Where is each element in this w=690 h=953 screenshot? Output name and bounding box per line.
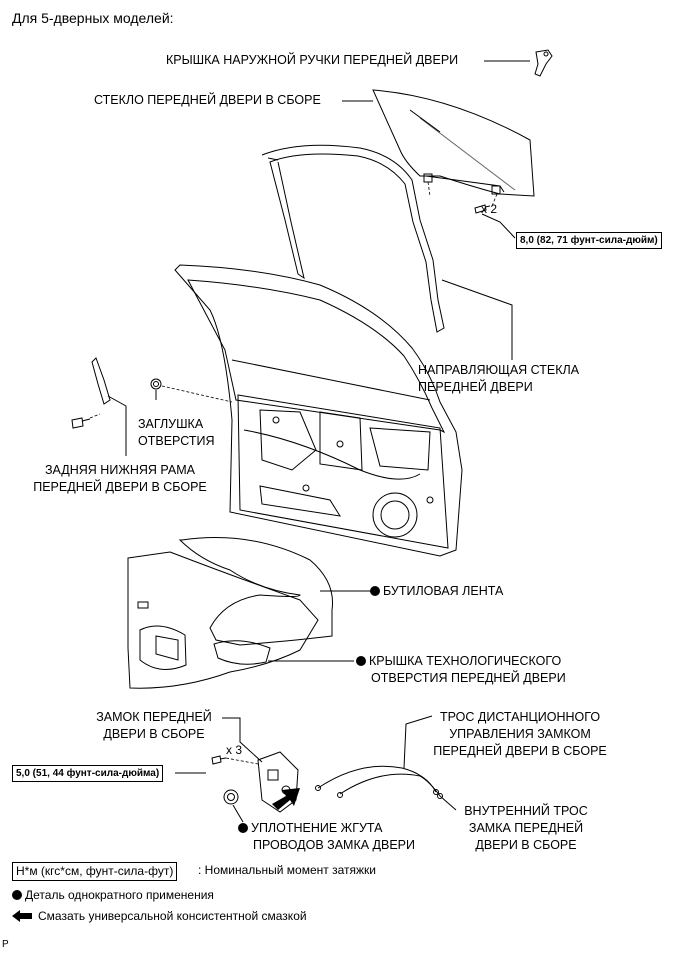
non-reusable-icon xyxy=(370,586,380,596)
label-glass-assy: СТЕКЛО ПЕРЕДНЕЙ ДВЕРИ В СБОРЕ xyxy=(94,93,321,107)
label-grommet-1: УПЛОТНЕНИЕ ЖГУТА xyxy=(238,820,382,837)
grommet-part xyxy=(223,789,239,805)
grease-arrow-icon xyxy=(272,788,300,810)
door-glass-part xyxy=(372,89,535,197)
glass-torque-spec: 8,0 (82, 71 фунт-сила-дюйм) xyxy=(516,232,662,249)
legend-grease-icon xyxy=(12,910,32,922)
lock-screw-icon xyxy=(211,755,227,765)
leader-grommet xyxy=(232,804,244,823)
label-outer-handle-cover: КРЫШКА НАРУЖНОЙ РУЧКИ ПЕРЕДНЕЙ ДВЕРИ xyxy=(166,53,459,67)
label-glass-run-2: ПЕРЕДНЕЙ ДВЕРИ xyxy=(418,380,533,394)
service-cover-text-1: КРЫШКА ТЕХНОЛОГИЧЕСКОГО xyxy=(369,654,562,668)
non-reusable-icon xyxy=(12,890,22,900)
non-reusable-icon xyxy=(238,823,248,833)
label-inside-cable-1: ВНУТРЕННИЙ ТРОС xyxy=(464,804,588,818)
label-lock-1: ЗАМОК ПЕРЕДНЕЙ xyxy=(96,710,212,724)
glass-bolt-qty: x 2 xyxy=(481,202,498,216)
legend-torque-box: Н*м (кгс*см, фунт-сила-фут) xyxy=(12,862,178,881)
label-service-cover-2: ОТВЕРСТИЯ ПЕРЕДНЕЙ ДВЕРИ xyxy=(371,671,566,685)
grommet-text-1: УПЛОТНЕНИЕ ЖГУТА xyxy=(251,821,383,835)
leader-hole-plug-dash xyxy=(161,385,233,403)
non-reusable-icon xyxy=(356,656,366,666)
label-remote-cable-2: УПРАВЛЕНИЯ ЗАМКОМ xyxy=(449,727,591,741)
lock-torque-spec: 5,0 (51, 44 фунт-сила-дюйма) xyxy=(12,765,164,782)
leader-rear-frame xyxy=(107,395,127,456)
leader-inside-cable xyxy=(439,795,457,811)
legend-non-reusable-text: Деталь однократного применения xyxy=(25,888,214,902)
label-hole-plug-2: ОТВЕРСТИЯ xyxy=(138,434,215,448)
label-inside-cable-3: ДВЕРИ В СБОРЕ xyxy=(475,838,577,852)
footer-mark: P xyxy=(2,939,9,950)
label-service-cover-1: КРЫШКА ТЕХНОЛОГИЧЕСКОГО xyxy=(356,653,561,670)
leader-remote-cable xyxy=(403,715,433,769)
leader-glass-torque xyxy=(481,213,516,239)
legend-grease: Смазать универсальной консистентной смаз… xyxy=(38,909,307,923)
outer-handle-cover-part xyxy=(534,49,553,77)
hole-plug-part xyxy=(150,378,162,390)
service-hole-cover-part xyxy=(127,551,319,689)
glass-run-part xyxy=(261,144,445,333)
label-grommet-2: ПРОВОДОВ ЗАМКА ДВЕРИ xyxy=(253,838,415,852)
label-butyl-tape: БУТИЛОВАЯ ЛЕНТА xyxy=(370,583,503,600)
label-glass-run-1: НАПРАВЛЯЮЩАЯ СТЕКЛА xyxy=(418,363,580,377)
frame-bolt-icon xyxy=(71,417,91,429)
lock-screw-qty: x 3 xyxy=(226,743,243,757)
page-title: Для 5-дверных моделей: xyxy=(12,10,174,26)
label-hole-plug-1: ЗАГЛУШКА xyxy=(138,417,204,431)
label-remote-cable-1: ТРОС ДИСТАНЦИОННОГО xyxy=(439,710,601,724)
label-inside-cable-2: ЗАМКА ПЕРЕДНЕЙ xyxy=(468,821,584,835)
door-panel-part xyxy=(174,264,463,557)
door-lock-cables-part xyxy=(315,765,443,799)
legend-torque-desc: : Номинальный момент затяжки xyxy=(198,863,376,877)
glass-bolt-icon xyxy=(474,204,491,214)
label-rear-frame-1: ЗАДНЯЯ НИЖНЯЯ РАМА xyxy=(44,463,196,477)
rear-lower-frame-part xyxy=(91,357,111,405)
label-rear-frame-2: ПЕРЕДНЕЙ ДВЕРИ В СБОРЕ xyxy=(33,480,207,494)
leader-lock xyxy=(222,717,263,763)
butyl-tape-text: БУТИЛОВАЯ ЛЕНТА xyxy=(383,584,504,598)
legend-non-reusable: Деталь однократного применения xyxy=(12,887,214,904)
butyl-tape-part xyxy=(178,537,334,646)
label-remote-cable-3: ПЕРЕДНЕЙ ДВЕРИ В СБОРЕ xyxy=(433,744,607,758)
leader-glass-run xyxy=(441,279,513,360)
label-lock-2: ДВЕРИ В СБОРЕ xyxy=(103,727,205,741)
